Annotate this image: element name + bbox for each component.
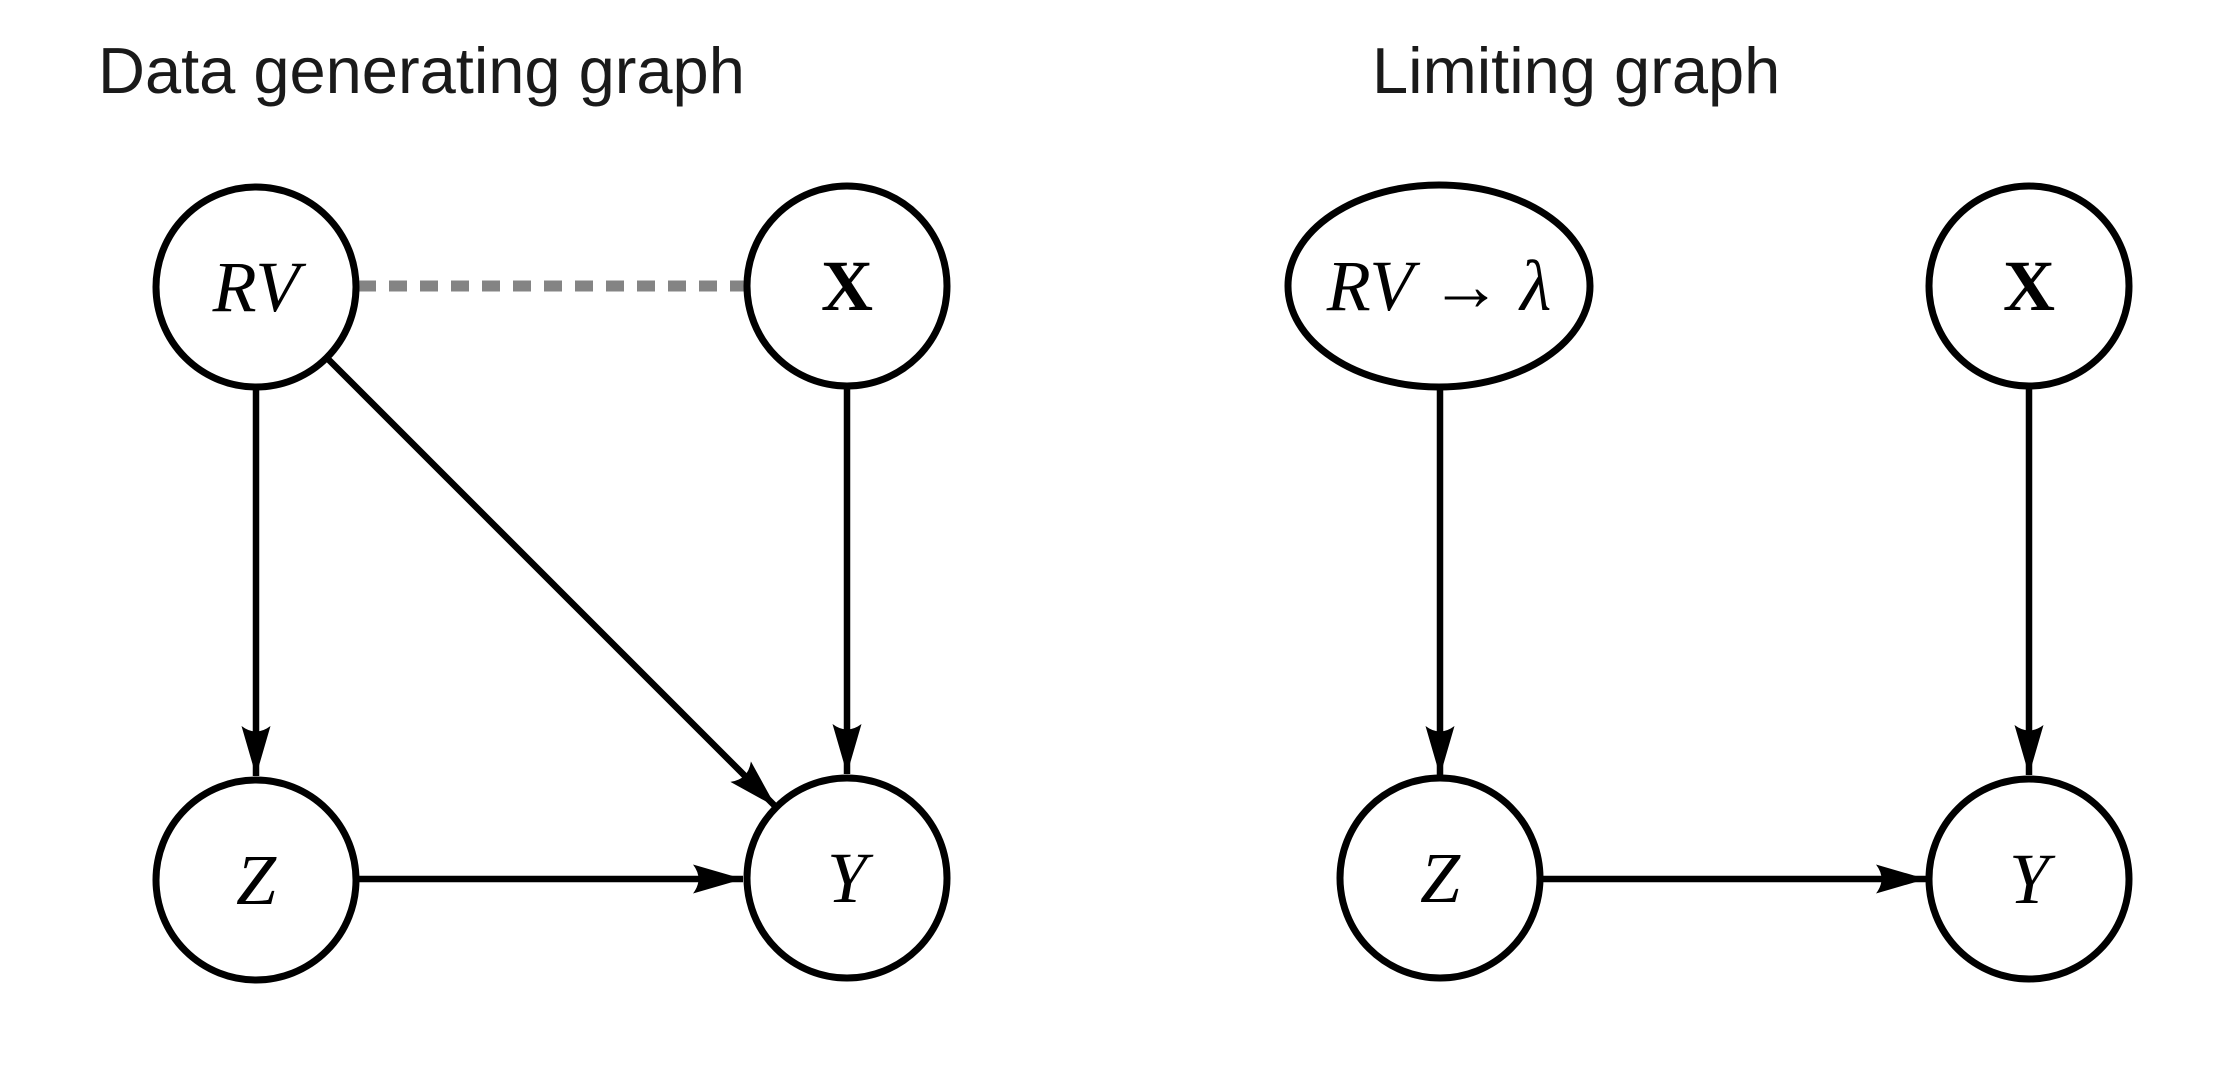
node-y2-label: Y (2009, 839, 2056, 919)
node-x2-label: X (2003, 246, 2055, 326)
node-y-circle (743, 774, 951, 982)
node-y: Y (743, 774, 951, 982)
right-graph-title: Limiting graph (1372, 34, 1780, 107)
node-x2: X (1925, 182, 2133, 390)
node-rv-lambda: RV → λ (1284, 181, 1594, 391)
node-z-circle (152, 776, 360, 984)
node-y2: Y (1925, 775, 2133, 983)
right-graph: Limiting graph RV → λ X Z Y (1284, 34, 2133, 983)
node-rv-lambda-label: RV → λ (1326, 246, 1552, 326)
node-rv-label: RV (212, 247, 307, 327)
node-x-circle (743, 182, 951, 390)
node-rv-circle (152, 183, 360, 391)
left-graph: Data generating graph RV X Z Y (98, 34, 951, 984)
node-x-label: X (821, 246, 873, 326)
node-z2: Z (1336, 774, 1544, 982)
node-z: Z (152, 776, 360, 984)
node-z2-circle (1336, 774, 1544, 982)
node-z-label: Z (236, 840, 277, 920)
edge-rv-to-y-arrow (324, 355, 779, 810)
node-rv-lambda-ellipse (1284, 181, 1594, 391)
node-y2-circle (1925, 775, 2133, 983)
node-x: X (743, 182, 951, 390)
left-graph-title: Data generating graph (98, 34, 745, 107)
node-z2-label: Z (1420, 838, 1461, 918)
node-y-label: Y (827, 838, 874, 918)
node-x2-circle (1925, 182, 2133, 390)
node-rv: RV (152, 183, 360, 391)
